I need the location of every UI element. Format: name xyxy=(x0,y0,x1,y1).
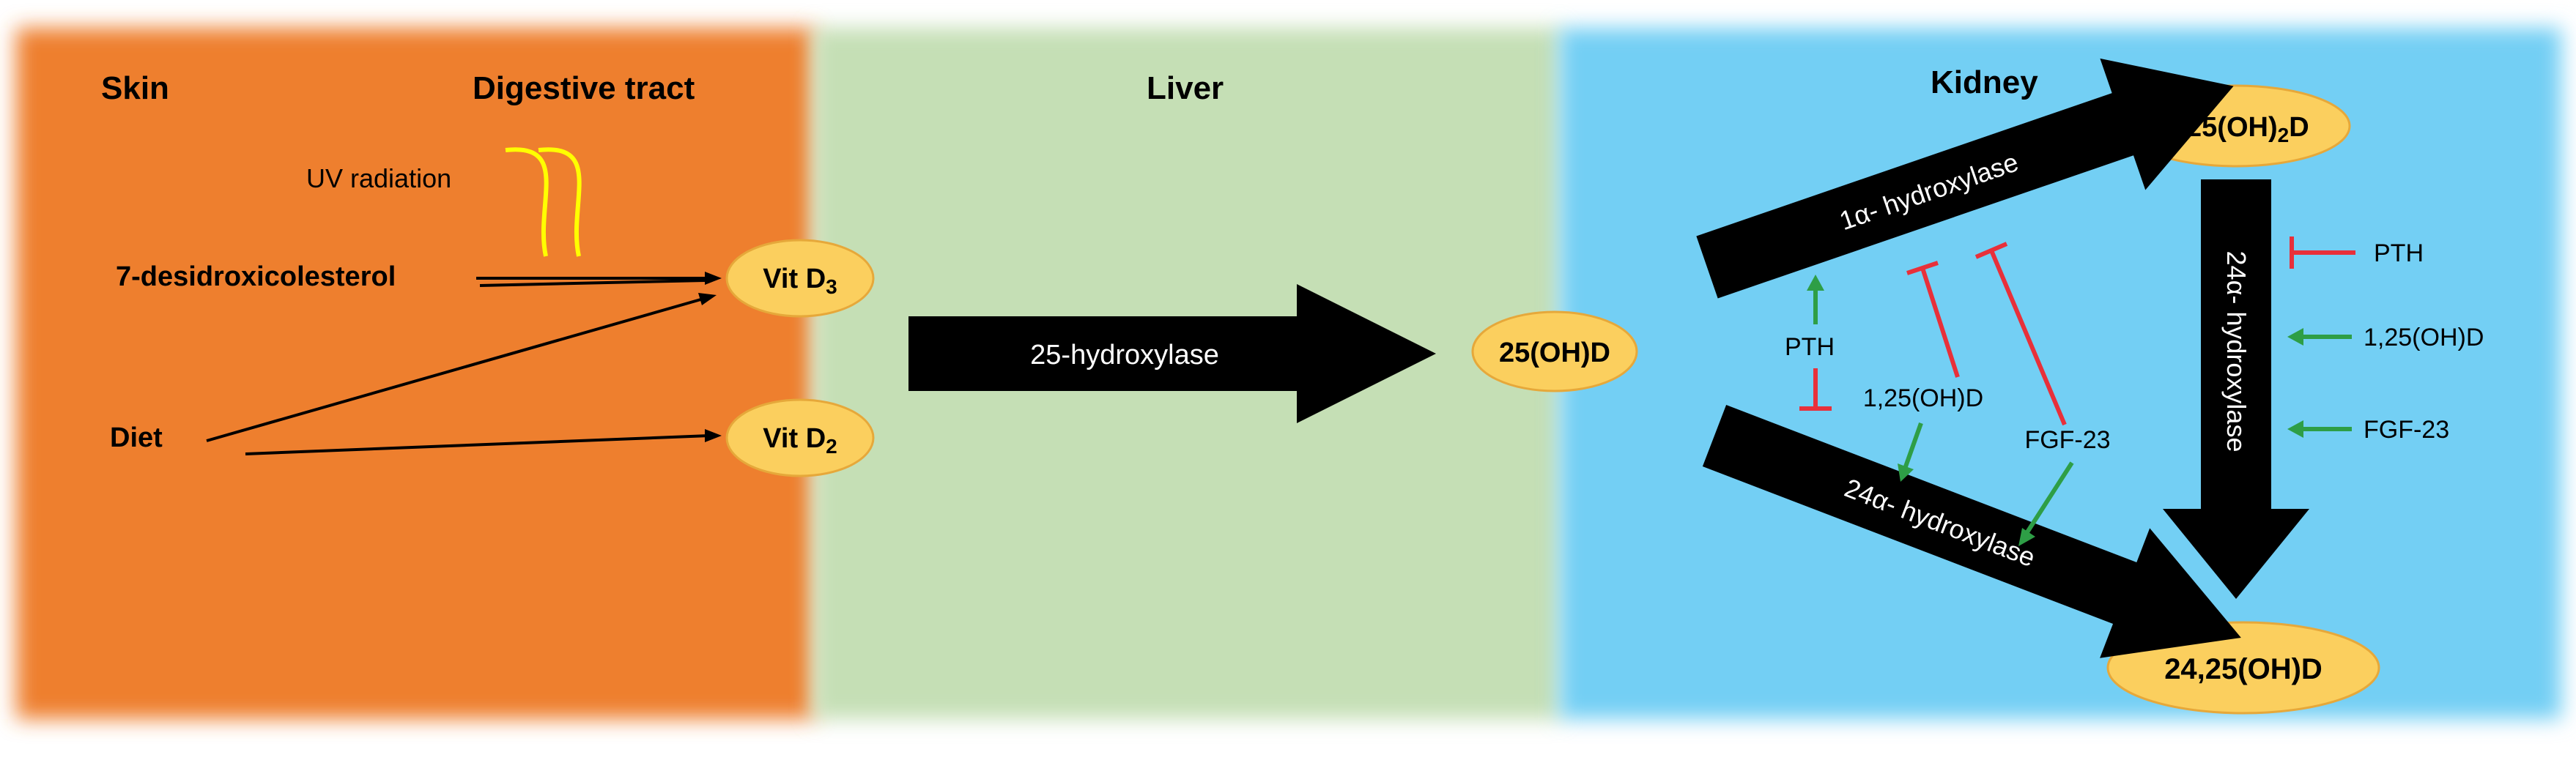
vitd-right-label: 1,25(OH)D xyxy=(2364,324,2484,351)
uv-radiation-label: UV radiation xyxy=(306,163,451,193)
vitd3-text: Vit D xyxy=(763,264,826,294)
arrow-diet-to-vitd3 xyxy=(206,297,704,442)
vitd-activates-24a xyxy=(1903,422,1923,470)
fgf-right-label: FGF-23 xyxy=(2364,416,2449,444)
vitd3-subscript: 3 xyxy=(826,275,837,298)
pth-activates-1a-head xyxy=(1807,275,1824,291)
kidney-24a-vertical-label: 24α- hydroxylase xyxy=(2221,251,2251,452)
fgf-inhibits-1a-bar xyxy=(1974,242,2008,259)
vitd2-label: Vit D2 xyxy=(763,423,837,458)
liver-heading: Liver xyxy=(1147,70,1224,106)
digestive-tract-heading: Digestive tract xyxy=(473,70,695,106)
fgf-mid-label: FGF-23 xyxy=(2024,426,2110,454)
vitd3-label: Vit D3 xyxy=(763,264,837,298)
precursor-label: 7-desidroxicolesterol xyxy=(116,261,396,292)
oh25-node xyxy=(1471,310,1638,392)
uv-wave-1 xyxy=(505,147,549,257)
arrow-diet-to-vitd3-upper xyxy=(479,279,706,287)
kidney-1a-hydroxylase-arrow: 1α- hydroxylase xyxy=(1696,58,2234,299)
fgf-inhibits-1a xyxy=(1989,249,2067,426)
kidney-24a-diagonal-shape xyxy=(1702,404,2241,658)
kidney-heading: Kidney xyxy=(1931,64,2038,100)
fgf-activates-24a-head xyxy=(2018,528,2035,546)
oh125-suffix: D xyxy=(2289,112,2309,143)
pth-mid-label: PTH xyxy=(1785,333,1835,361)
vitd3-node xyxy=(725,239,875,318)
vitd2-subscript: 2 xyxy=(826,435,837,458)
vitd-mid-label: 1,25(OH)D xyxy=(1863,384,1983,412)
arrow-diet-to-vitd2 xyxy=(245,434,710,455)
vitd-inhibits-1a-bar xyxy=(1906,261,1939,275)
oh2425-label: 24,25(OH)D xyxy=(2164,653,2323,685)
liver-enzyme-label: 25-hydroxylase xyxy=(1030,340,1219,370)
vitd-activates-24a-head xyxy=(1898,463,1914,482)
fgf-activates-24a xyxy=(2024,461,2074,536)
oh125-subscript: 2 xyxy=(2278,124,2290,146)
pth-right-label: PTH xyxy=(2374,239,2424,267)
liver-25-hydroxylase-arrow xyxy=(908,284,1436,423)
fgf-right-activates-head xyxy=(2287,420,2303,438)
vitd-inhibits-1a xyxy=(1920,267,1960,378)
kidney-24a-vertical-arrow xyxy=(2163,179,2309,599)
arrowhead-diet-to-vitd3 xyxy=(698,293,717,305)
arrowhead-diet-to-vitd2 xyxy=(705,429,722,442)
vitd2-node xyxy=(725,398,875,477)
kidney-1a-arrow-shape xyxy=(1696,58,2234,299)
uv-wave-2 xyxy=(538,147,582,257)
vitd-right-activates-head xyxy=(2287,328,2303,346)
diet-label: Diet xyxy=(110,422,163,453)
oh25-label: 25(OH)D xyxy=(1499,338,1610,368)
skin-heading: Skin xyxy=(101,70,169,106)
arrowhead-precursor-to-vitd3 xyxy=(705,272,722,285)
skin-digestive-panel xyxy=(16,28,815,719)
vitd2-text: Vit D xyxy=(763,423,826,454)
